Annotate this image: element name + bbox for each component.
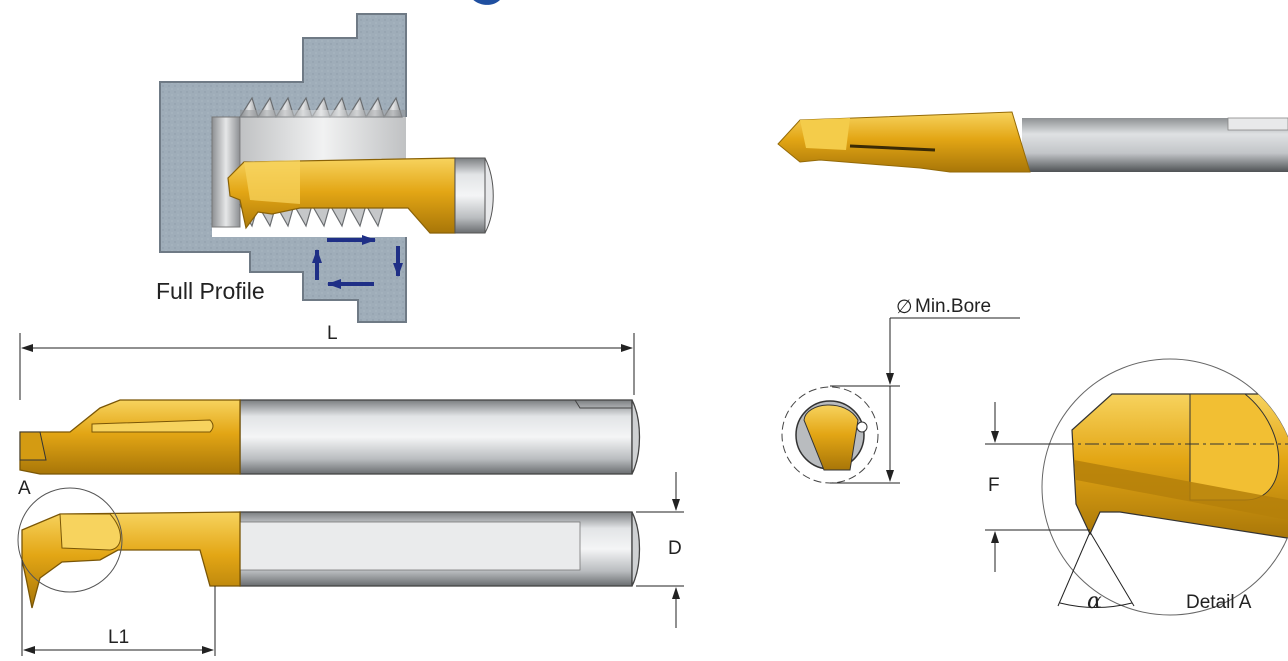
detail-a-view — [985, 358, 1288, 616]
bottom-gold — [21, 511, 241, 609]
dimensions — [19, 333, 684, 656]
min-bore-dims — [830, 317, 1020, 484]
bottom-flute — [59, 513, 121, 551]
end-view — [781, 317, 1020, 484]
tool-shank-cap — [484, 157, 494, 234]
end-gold — [803, 404, 859, 471]
detail-a-outline — [1041, 358, 1288, 616]
bottom-shank-flat — [239, 521, 581, 571]
photo-groove — [849, 144, 936, 152]
thread-band — [240, 110, 406, 165]
detail-lower-relief — [1074, 460, 1288, 520]
dimension-F-label: F — [988, 475, 1000, 496]
min-bore-label: Min.Bore — [915, 296, 992, 317]
diameter-symbol: ∅ — [896, 296, 913, 318]
tool-flute — [244, 160, 300, 204]
tool-photo — [777, 111, 1288, 173]
motion-arrows — [312, 235, 403, 289]
full-profile-label: Full Profile — [156, 278, 265, 304]
full-profile-view — [159, 13, 494, 323]
dimension-L-label: L — [327, 323, 338, 344]
bottom-shank-end — [631, 511, 641, 587]
side-shank-end — [631, 399, 641, 475]
side-shank — [239, 399, 633, 475]
end-coolant-hole — [856, 421, 868, 433]
marker-A-label: A — [18, 478, 31, 499]
alpha-angle-label: α — [1087, 589, 1102, 614]
side-flute — [91, 419, 214, 433]
photo-flat — [1227, 117, 1288, 131]
detail-dims — [985, 402, 1135, 608]
dimension-D-label: D — [668, 538, 682, 559]
side-tip — [19, 431, 47, 461]
bottom-view-tool — [17, 487, 641, 609]
detail-a-label: Detail A — [1186, 592, 1252, 613]
cutoff-title-glyph — [473, 0, 500, 5]
detail-a-circle — [17, 487, 123, 593]
side-notch — [574, 399, 632, 409]
side-view-tool — [19, 399, 641, 475]
tool-shank-end — [454, 157, 486, 234]
dimension-L1-label: L1 — [108, 627, 130, 648]
photo-shank — [1022, 118, 1288, 172]
photo-flute — [800, 118, 850, 150]
side-gold — [19, 399, 241, 475]
